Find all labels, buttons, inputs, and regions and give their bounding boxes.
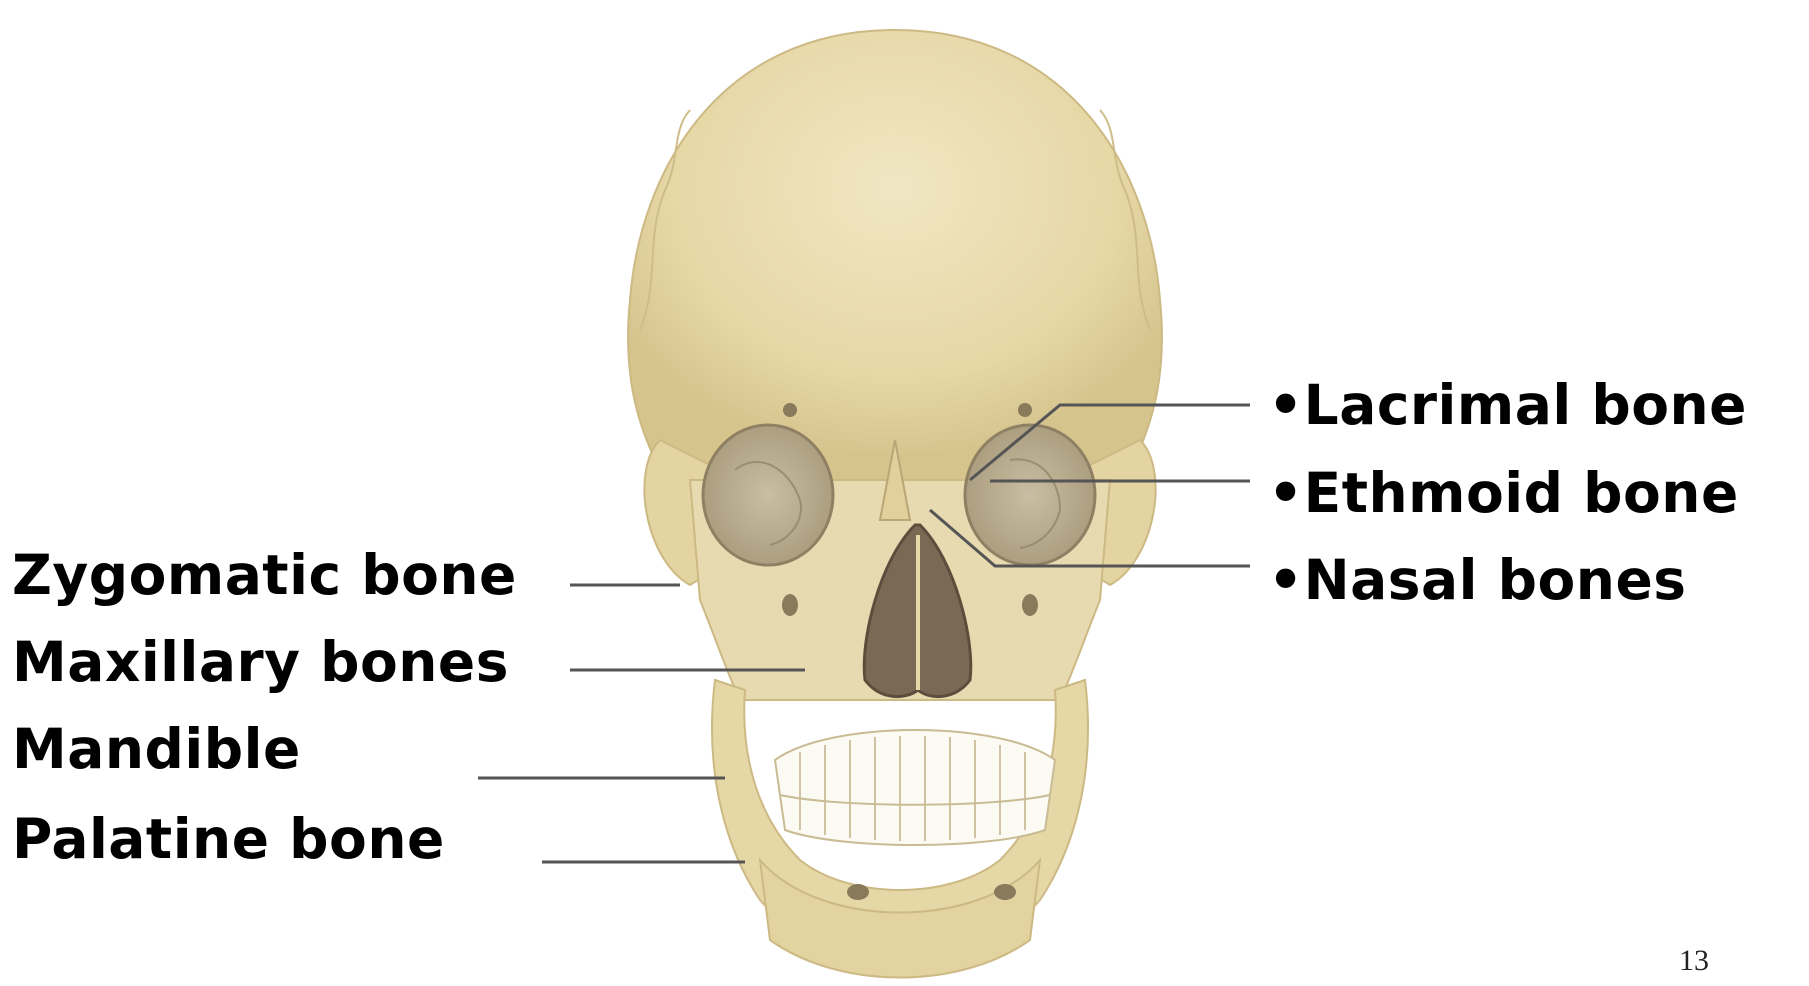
label-nasal-bones: •Nasal bones [1268,553,1687,608]
cranium [628,30,1162,480]
label-maxillary-bones: Maxillary bones [12,635,509,690]
mental-foramen-left [847,884,869,900]
label-palatine-bone: Palatine bone [12,812,445,867]
label-zygomatic-bone: Zygomatic bone [12,548,517,603]
orbit-left [703,425,833,565]
teeth [775,730,1055,845]
page-number: 13 [1679,944,1709,978]
label-ethmoid-bone: •Ethmoid bone [1268,466,1739,521]
foramen-right [1018,403,1032,417]
infraorbital-left [782,594,798,616]
infraorbital-right [1022,594,1038,616]
orbit-right [965,425,1095,565]
foramen-left [783,403,797,417]
label-lacrimal-bone: •Lacrimal bone [1268,378,1747,433]
mental-foramen-right [994,884,1016,900]
label-mandible: Mandible [12,722,301,777]
